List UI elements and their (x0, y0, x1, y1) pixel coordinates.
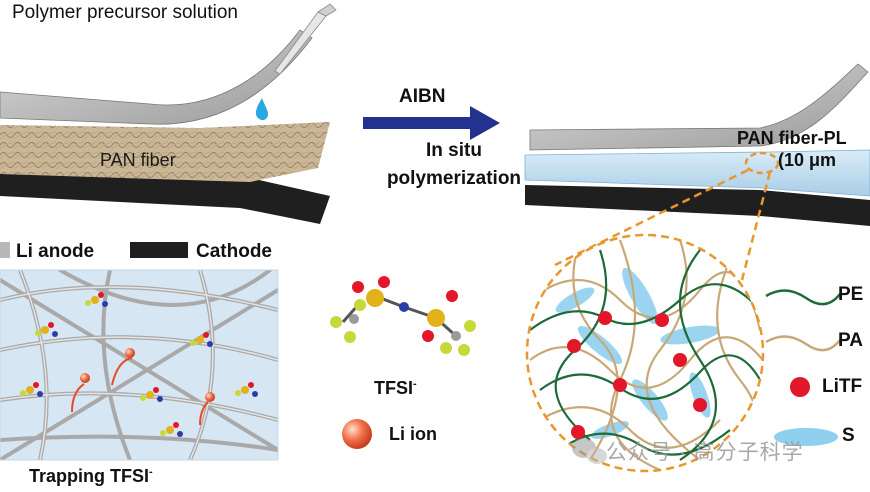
left-cell-assembly (0, 3, 337, 224)
legend-litf-label: LiTF (822, 376, 863, 397)
zoom-circle (525, 233, 765, 473)
cathode-layer (0, 170, 330, 224)
litfsi-dots (567, 311, 707, 439)
li-anode-swatch (0, 242, 10, 258)
aibn-label: AIBN (399, 86, 446, 107)
legend-pa-swatch (765, 335, 841, 352)
li-anode-sheet (0, 29, 313, 125)
cathode-swatch (130, 242, 188, 258)
thickness-label: (10 μm (778, 150, 837, 170)
legend-s-swatch (774, 428, 838, 446)
trapping-panel (0, 270, 278, 460)
tfsi-label: TFSI- (374, 378, 417, 398)
legend-pa-label: PA (838, 330, 863, 351)
cathode-layer-right (525, 185, 870, 226)
pan-fiber-pl-label: PAN fiber-PL (737, 128, 847, 148)
li-ion-label: Li ion (389, 424, 437, 444)
precursor-label: Polymer precursor solution (12, 2, 238, 23)
pipette-icon (274, 3, 337, 75)
li-anode-label: Li anode (16, 241, 95, 262)
li-anode-sheet-right (529, 63, 869, 151)
legend-pe-label: PE (838, 284, 864, 305)
trapped-tfsi-molecules (20, 292, 258, 437)
cathode-label: Cathode (196, 241, 272, 262)
in-situ-label: In situ (426, 140, 482, 161)
wechat-icon (572, 438, 607, 464)
gel-electrolyte-layer (524, 149, 870, 197)
tfsi-molecule-icon (330, 276, 476, 356)
trapping-label: Trapping TFSI- (29, 466, 153, 486)
legend-pe-swatch (765, 289, 841, 306)
pan-fiber-label: PAN fiber (100, 150, 176, 170)
legend-litf-swatch (790, 377, 810, 397)
right-arrow-icon (363, 106, 500, 140)
watermark-text: 公众号 · 高分子科学 (606, 441, 804, 464)
li-ion-migration (71, 348, 215, 426)
right-cell-assembly (524, 63, 870, 226)
li-ion-sphere-icon (342, 419, 372, 449)
zoom-indicator (554, 151, 780, 281)
droplet-icon (255, 98, 268, 121)
legend-s-label: S (842, 425, 855, 446)
polymerization-label: polymerization (386, 168, 522, 189)
